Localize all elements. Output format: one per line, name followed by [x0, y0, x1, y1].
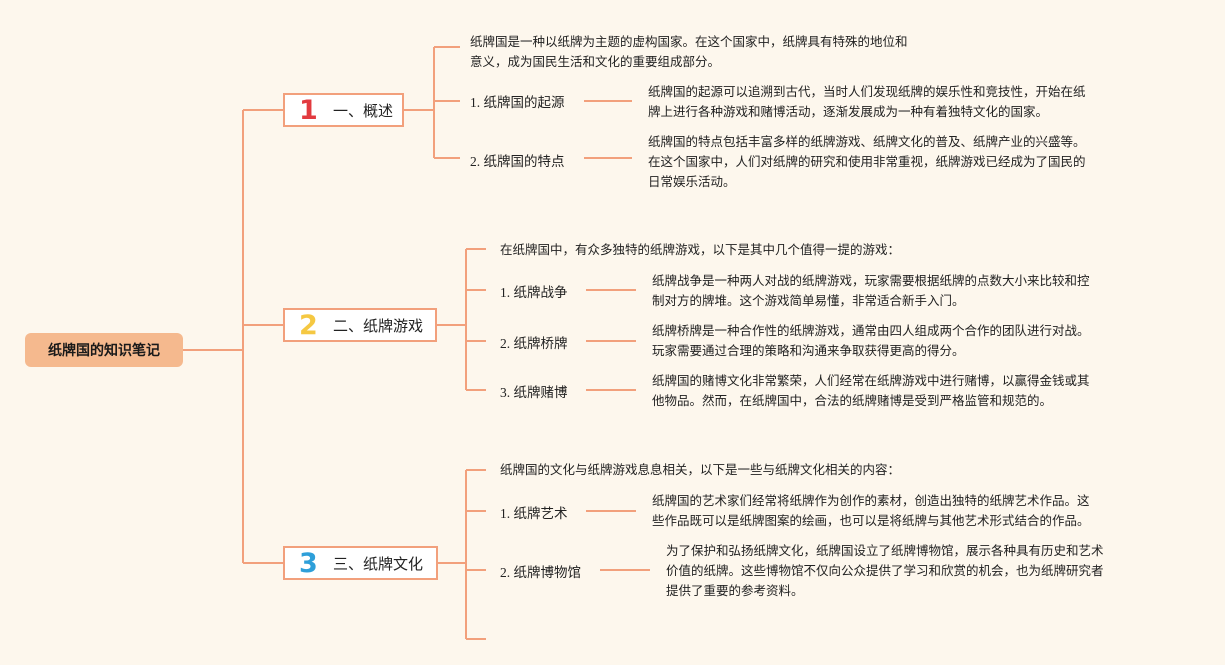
topic-description: 纸牌国的艺术家们经常将纸牌作为创作的素材，创造出独特的纸牌艺术作品。这 些作品既… — [652, 493, 1090, 528]
section-intro: 在纸牌国中，有众多独特的纸牌游戏，以下是其中几个值得一提的游戏： — [500, 242, 901, 257]
topic-description: 纸牌国的特点包括丰富多样的纸牌游戏、纸牌文化的普及、纸牌产业的兴盛等。 在这个国… — [648, 134, 1086, 189]
topic-label[interactable]: 1. 纸牌战争 — [500, 285, 568, 300]
section-intro: 纸牌国是一种以纸牌为主题的虚构国家。在这个国家中，纸牌具有特殊的地位和 意义，成… — [470, 34, 908, 69]
section-node-card-games[interactable]: 2 二、纸牌游戏 — [283, 308, 437, 342]
topic-label[interactable]: 2. 纸牌国的特点 — [470, 154, 565, 169]
section-title: 三、纸牌文化 — [333, 554, 424, 573]
section-intro: 纸牌国的文化与纸牌游戏息息相关，以下是一些与纸牌文化相关的内容： — [500, 462, 901, 477]
root-node[interactable]: 纸牌国的知识笔记 — [25, 333, 183, 367]
root-label: 纸牌国的知识笔记 — [48, 343, 160, 359]
topic-description: 纸牌国的赌博文化非常繁荣，人们经常在纸牌游戏中进行赌博，以赢得金钱或其 他物品。… — [652, 373, 1090, 408]
section-title: 二、纸牌游戏 — [333, 316, 424, 335]
topic-description: 纸牌桥牌是一种合作性的纸牌游戏，通常由四人组成两个合作的团队进行对战。 玩家需要… — [652, 323, 1090, 358]
section-node-overview[interactable]: 1 一、概述 — [283, 93, 404, 127]
topic-description: 纸牌国的起源可以追溯到古代，当时人们发现纸牌的娱乐性和竞技性，开始在纸 牌上进行… — [648, 84, 1086, 119]
topic-label[interactable]: 1. 纸牌艺术 — [500, 506, 568, 521]
section-number-3: 3 — [299, 547, 318, 579]
topic-label[interactable]: 2. 纸牌博物馆 — [500, 565, 581, 580]
topic-description: 为了保护和弘扬纸牌文化，纸牌国设立了纸牌博物馆，展示各种具有历史和艺术 价值的纸… — [666, 543, 1104, 598]
topic-label[interactable]: 2. 纸牌桥牌 — [500, 336, 568, 351]
section-number-2: 2 — [299, 309, 318, 341]
topic-label[interactable]: 1. 纸牌国的起源 — [470, 95, 565, 110]
topic-description: 纸牌战争是一种两人对战的纸牌游戏，玩家需要根据纸牌的点数大小来比较和控 制对方的… — [652, 273, 1090, 308]
section-node-card-culture[interactable]: 3 三、纸牌文化 — [283, 546, 438, 580]
topic-label[interactable]: 3. 纸牌赌博 — [500, 385, 568, 400]
section-title: 一、概述 — [333, 101, 394, 120]
section-number-1: 1 — [299, 94, 318, 126]
